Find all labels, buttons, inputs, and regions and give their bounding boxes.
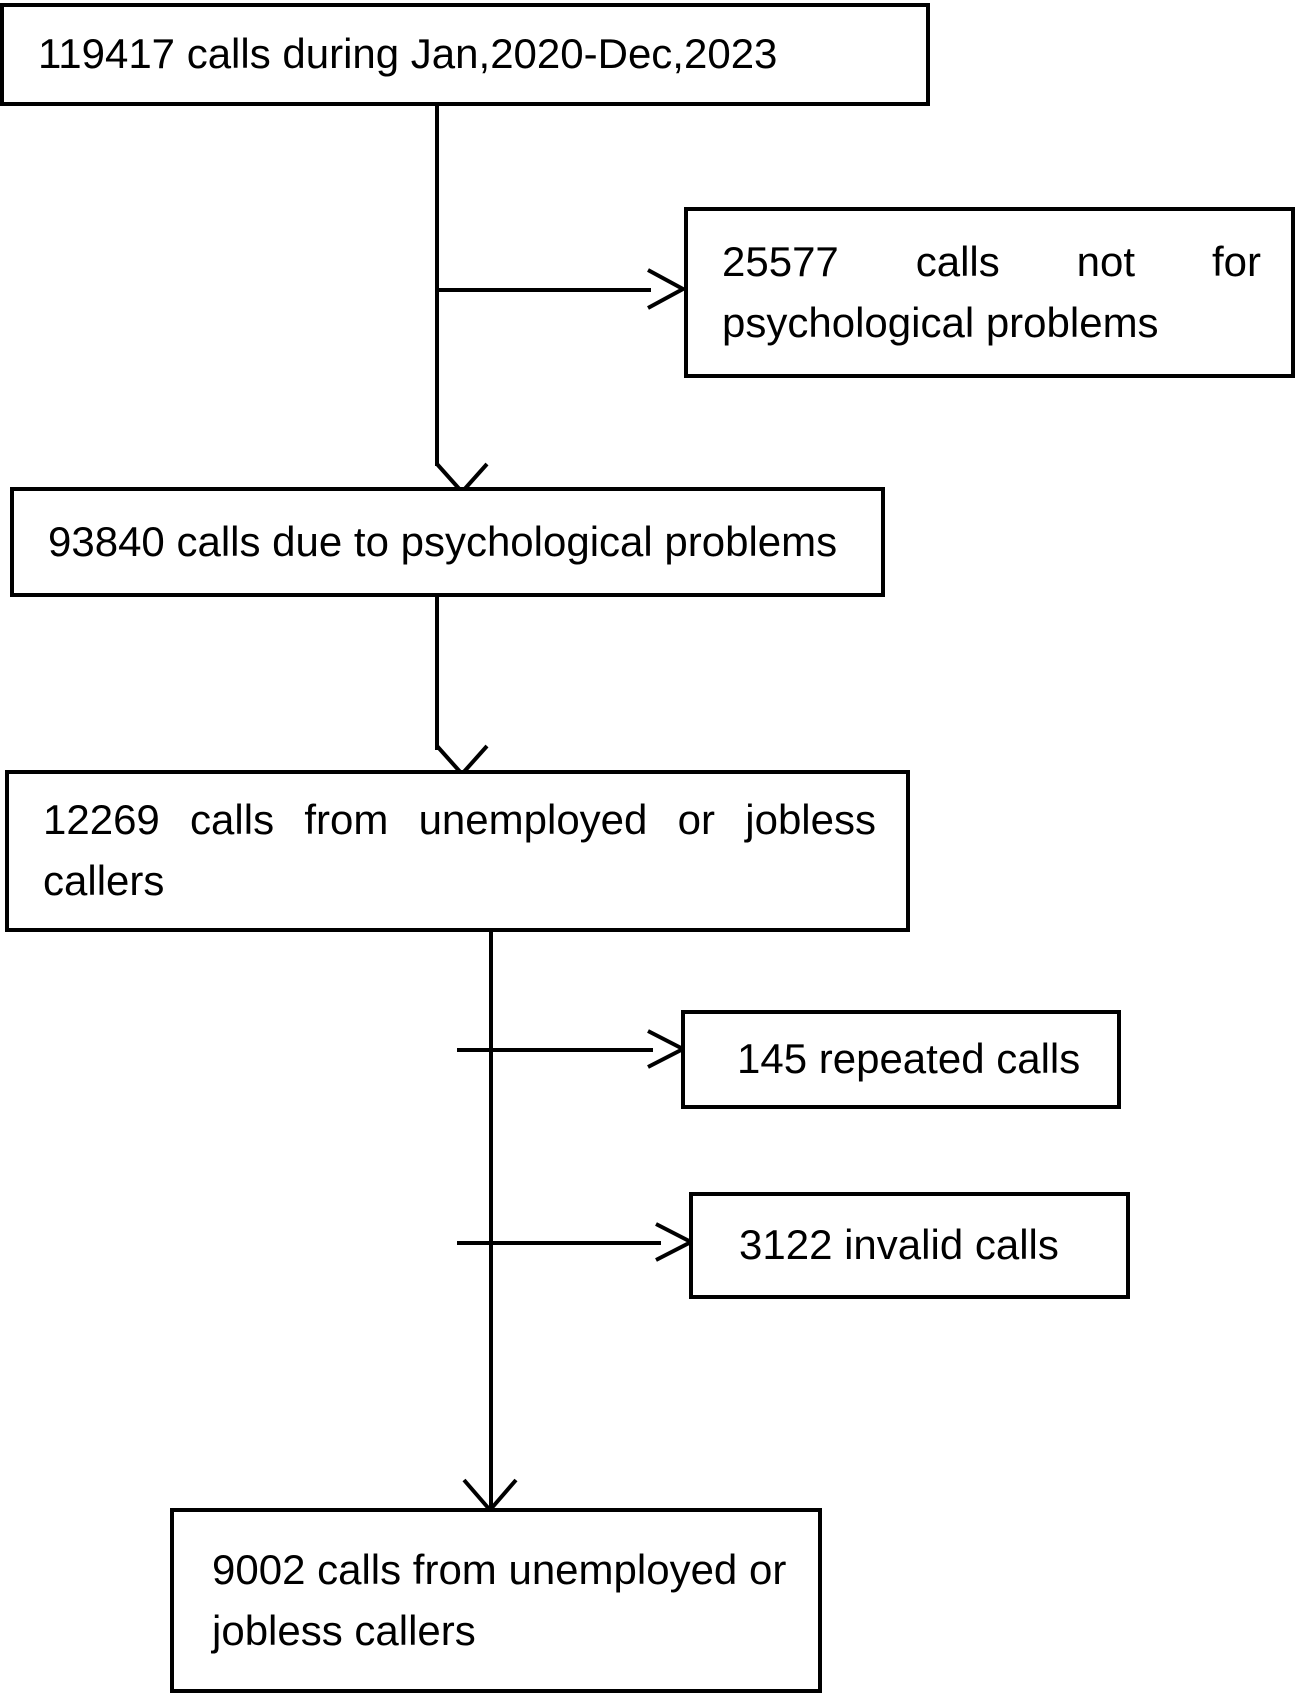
node-final-sample: 9002 calls from unemployed or jobless ca… xyxy=(170,1508,822,1693)
connector-branch-not-psychological xyxy=(437,288,651,292)
connector-branch-invalid xyxy=(457,1241,661,1245)
node-excluded-invalid: 3122 invalid calls xyxy=(689,1192,1130,1299)
node-excluded-invalid-label: 3122 invalid calls xyxy=(739,1221,1059,1269)
connector-psychological-to-unemployed xyxy=(435,597,439,750)
node-psychological-calls: 93840 calls due to psychological problem… xyxy=(10,487,885,597)
node-excluded-not-psychological: 25577 calls not for psychological proble… xyxy=(684,207,1295,378)
node-psychological-calls-label: 93840 calls due to psychological problem… xyxy=(48,517,838,565)
node-excluded-repeated-label: 145 repeated calls xyxy=(737,1035,1081,1083)
node-excluded-not-psychological-label: 25577 calls not for psychological proble… xyxy=(722,237,1261,346)
node-unemployed-calls-label: 12269 calls from unemployed or jobless c… xyxy=(43,796,876,904)
connector-branch-repeated xyxy=(457,1048,653,1052)
node-unemployed-calls: 12269 calls from unemployed or jobless c… xyxy=(5,770,910,932)
connector-total-to-psychological xyxy=(435,106,439,466)
node-final-sample-label: 9002 calls from unemployed or jobless ca… xyxy=(212,1545,787,1654)
connector-unemployed-to-final xyxy=(489,932,493,1508)
node-excluded-repeated: 145 repeated calls xyxy=(681,1010,1121,1109)
node-total-calls: 119417 calls during Jan,2020-Dec,2023 xyxy=(0,3,930,106)
node-total-calls-label: 119417 calls during Jan,2020-Dec,2023 xyxy=(38,30,778,78)
